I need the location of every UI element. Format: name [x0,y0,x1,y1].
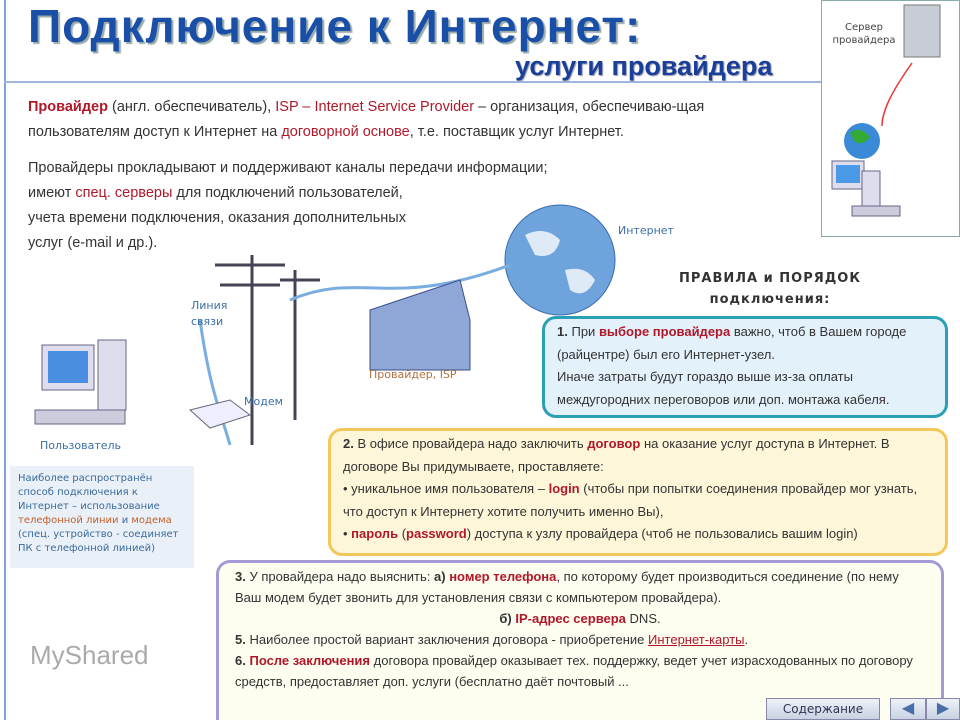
text: (чтобы при попытки соединения провайдер … [343,481,918,519]
text: на оказание услуг доступа в Интернет. В … [343,436,890,474]
term-provider: Провайдер [28,99,108,115]
text: ) доступа к узлу провайдера (чтоб не пол… [466,526,858,541]
intro-paragraph-2: Провайдеры прокладывают и поддерживают к… [28,156,668,256]
user-label: Пользователь [40,439,122,452]
number: 1. [557,324,568,339]
number: 6. [235,653,246,668]
modem-icon [188,399,252,429]
term: password [406,526,467,541]
provider-label: Провайдер, ISP [369,368,457,381]
prev-arrow-icon[interactable]: ◀ [890,698,926,720]
user-computer-icon [34,339,127,425]
contents-button[interactable]: Содержание [766,698,880,720]
text: (англ. обеспечиватель), [112,99,272,115]
text: При [571,324,596,339]
server-computer-icon [831,4,941,217]
text: и [121,515,129,526]
intro-paragraph-1: Провайдер (англ. обеспечиватель), ISP – … [28,95,808,145]
page-subtitle: услуги провайдера [515,51,773,81]
text: учета времени подключения, оказания допо… [28,210,406,226]
number: 5. [235,632,246,647]
text: В офисе провайдера надо заключить [357,436,584,451]
power-line-icon [215,255,320,445]
term: выборе провайдера [598,324,731,339]
text: услуг (e-mail и др.). [28,235,158,251]
text: договора провайдер оказывает тех. поддер… [235,653,913,689]
globe-icon [504,204,616,316]
term: договор [587,436,641,451]
text: DNS. [629,611,661,626]
term: IP-адрес сервера [515,611,626,626]
provider-building-icon [369,279,471,371]
modem-label: Модем [244,395,283,408]
text: . [744,632,749,647]
slide-frame [4,0,6,720]
connection-diagram [34,204,616,446]
term-modem: модема [131,515,172,526]
internet-card-link[interactable]: Интернет-карты [648,632,745,647]
next-arrow-icon[interactable]: ▶ [926,698,960,720]
text: подключения: [709,292,831,307]
term-isp: ISP – Internet Service Provider [275,99,475,115]
server-diagram-panel: Сервер провайдера [821,0,960,237]
text: имеют [28,185,72,201]
rule-3-box: 3. У провайдера надо выяснить: а) номер … [216,560,944,720]
number: 3. [235,569,246,584]
server-label: Сервер провайдера [826,21,902,47]
term: номер телефона [449,569,557,584]
rule-2-box: 2. В офисе провайдера надо заключить дог… [328,428,948,556]
term: пароль [351,526,399,541]
text: , по которому будет производиться соедин… [235,569,899,605]
rule-1-box: 1. При выборе провайдера важно, чтоб в В… [542,316,948,418]
text: ( [401,526,407,541]
term-servers: спец. серверы [75,185,173,201]
text: Наиболее распространён способ подключени… [18,473,160,512]
term-phone-line: телефонной линии [18,515,119,526]
text: для подключений пользователей, [176,185,403,201]
text: важно, чтоб в Вашем городе (райцентре) б… [557,324,907,362]
term-contract: договорной основе [281,124,410,140]
connection-note: Наиболее распространён способ подключени… [10,466,194,568]
term: После заключения [249,653,370,668]
line-label: Линия связи [191,299,228,328]
text: уникальное имя пользователя – [351,481,545,496]
text: а) [434,569,446,584]
term: login [548,481,580,496]
divider [4,81,822,83]
text: , т.е. поставщик услуг Интернет. [409,124,624,140]
number: 2. [343,436,354,451]
rules-heading: ПРАВИЛА и ПОРЯДОК подключения: [670,268,870,310]
text: (спец. устройство - соединяет ПК с телеф… [18,529,179,554]
internet-label: Интернет [618,224,674,237]
text: – организация, обеспечиваю-щая пользоват… [28,99,705,140]
text: б) [499,611,512,626]
text: ПРАВИЛА и ПОРЯДОК [678,271,861,286]
watermark-logo: MyShared [30,640,149,670]
text: Провайдеры прокладывают и поддерживают к… [28,160,548,176]
text: Иначе затраты будут гораздо выше из-за о… [557,369,890,407]
text: Наиболее простой вариант заключения дого… [249,632,645,647]
text: У провайдера надо выяснить: [249,569,431,584]
page-title: Подключение к Интернет: [28,0,642,52]
